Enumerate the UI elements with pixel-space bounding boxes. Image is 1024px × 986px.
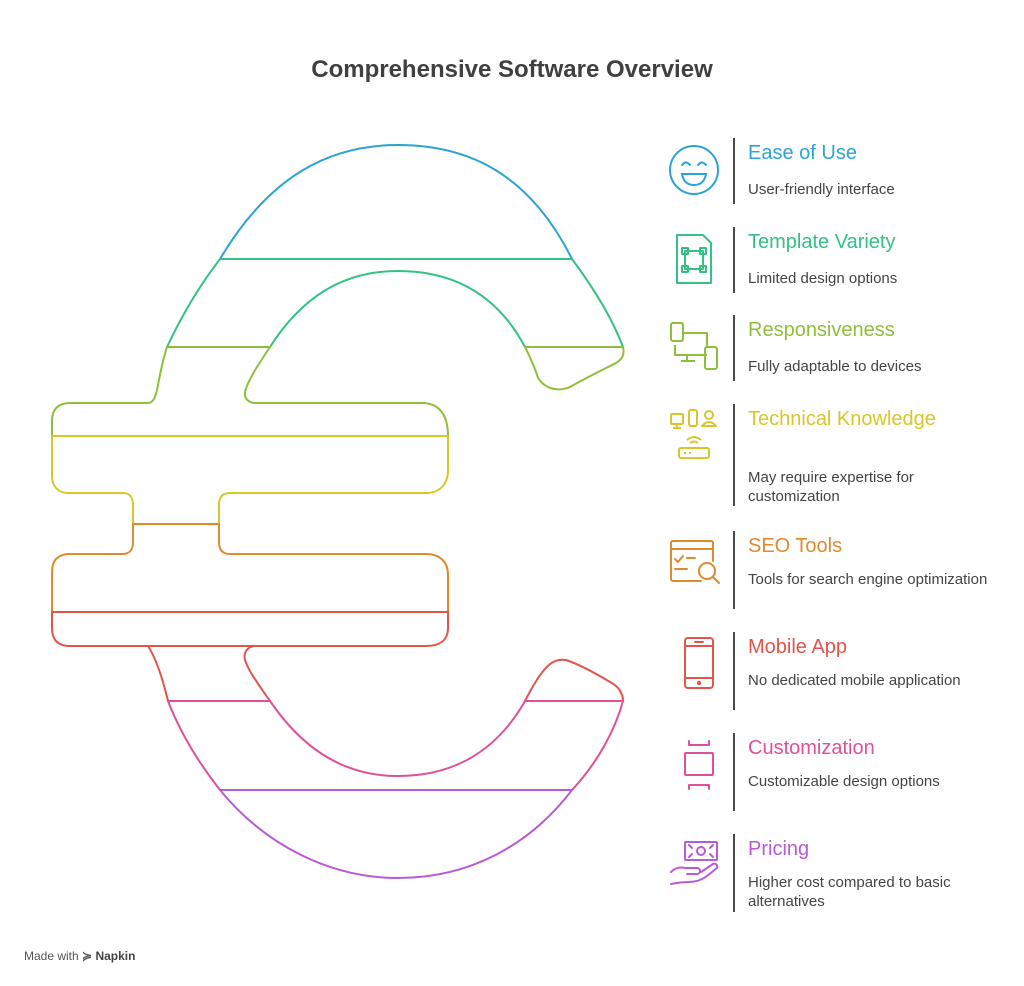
legend-description: Customizable design options xyxy=(748,773,940,790)
euro-band-ease-of-use xyxy=(219,144,573,260)
legend-description: Tools for search engine optimization xyxy=(748,571,988,588)
legend-label: Customization xyxy=(748,737,875,759)
legend-label: SEO Tools xyxy=(748,535,843,557)
footer-brand: Napkin xyxy=(95,949,136,963)
legend-label: Responsiveness xyxy=(748,319,895,341)
legend-description: No dedicated mobile application xyxy=(748,672,961,689)
mobile-phone-icon xyxy=(684,637,714,689)
legend-label: Template Variety xyxy=(748,231,896,253)
network-router-icon xyxy=(670,409,717,459)
legend-description: Higher cost compared to basic alternativ… xyxy=(748,874,951,910)
devices-icon xyxy=(670,322,718,370)
template-frame-icon xyxy=(676,234,712,284)
legend-label: Technical Knowledge xyxy=(748,408,936,430)
smiley-face-icon xyxy=(669,145,719,195)
legend-description: May require expertise for customization xyxy=(748,469,914,505)
napkin-logo-icon: ≽ xyxy=(82,949,93,963)
footer-made-with: Made with xyxy=(24,949,79,963)
resize-box-icon xyxy=(684,740,714,790)
euro-band-template-variety xyxy=(166,258,624,348)
page-title: Comprehensive Software Overview xyxy=(311,56,713,83)
hand-money-icon xyxy=(670,841,719,885)
euro-band-customization xyxy=(167,700,624,791)
footer-attribution: Made with ≽ Napkin xyxy=(24,949,135,963)
euro-band-pricing xyxy=(219,789,573,879)
legend-label: Pricing xyxy=(748,838,810,860)
legend-label: Ease of Use xyxy=(748,142,857,164)
euro-band-mobile-app xyxy=(51,611,624,702)
browser-search-icon xyxy=(670,540,720,584)
legend-label: Mobile App xyxy=(748,636,847,658)
legend-description: Fully adaptable to devices xyxy=(748,358,922,375)
euro-band-seo-tools xyxy=(51,523,449,613)
euro-band-technical-knowledge xyxy=(51,435,449,525)
euro-band-responsiveness xyxy=(51,346,625,437)
legend-description: Limited design options xyxy=(748,270,898,287)
legend-description: User-friendly interface xyxy=(748,181,895,198)
